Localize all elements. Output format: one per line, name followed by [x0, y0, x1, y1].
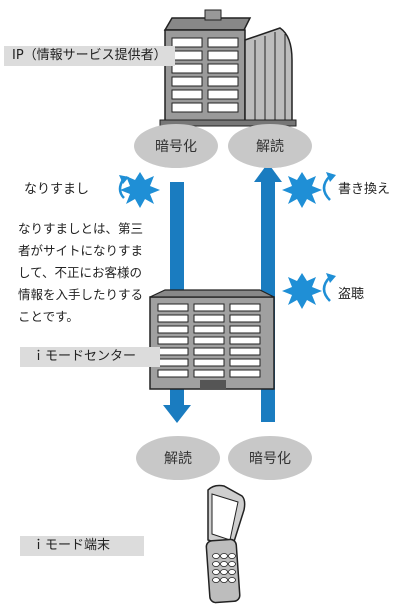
imode-center-building-icon	[149, 289, 275, 390]
ip-label: IP（情報サービス提供者）	[4, 46, 175, 66]
burst-icon-impersonation	[118, 172, 160, 208]
tampering-label: 書き換え	[338, 182, 391, 197]
imode-center-label: ｉモードセンター	[20, 347, 160, 367]
encrypt-oval-top: 暗号化	[134, 124, 218, 168]
eavesdropping-label: 盗聴	[338, 287, 365, 302]
imode-terminal-label: ｉモード端末	[20, 536, 144, 556]
decrypt-oval-bottom: 解読	[136, 436, 220, 480]
encrypt-oval-bottom: 暗号化	[228, 436, 312, 480]
burst-icon-tampering	[282, 172, 336, 208]
impersonation-description: なりすましとは、第三者がサイトになりすまして、不正にお客様の情報を入手したりする…	[18, 221, 144, 324]
mobile-phone-icon	[205, 484, 246, 604]
burst-icon-eavesdropping	[282, 273, 336, 309]
decrypt-oval-top: 解読	[228, 124, 312, 168]
ip-building-icon	[159, 9, 297, 127]
impersonation-label: なりすまし	[24, 182, 90, 197]
